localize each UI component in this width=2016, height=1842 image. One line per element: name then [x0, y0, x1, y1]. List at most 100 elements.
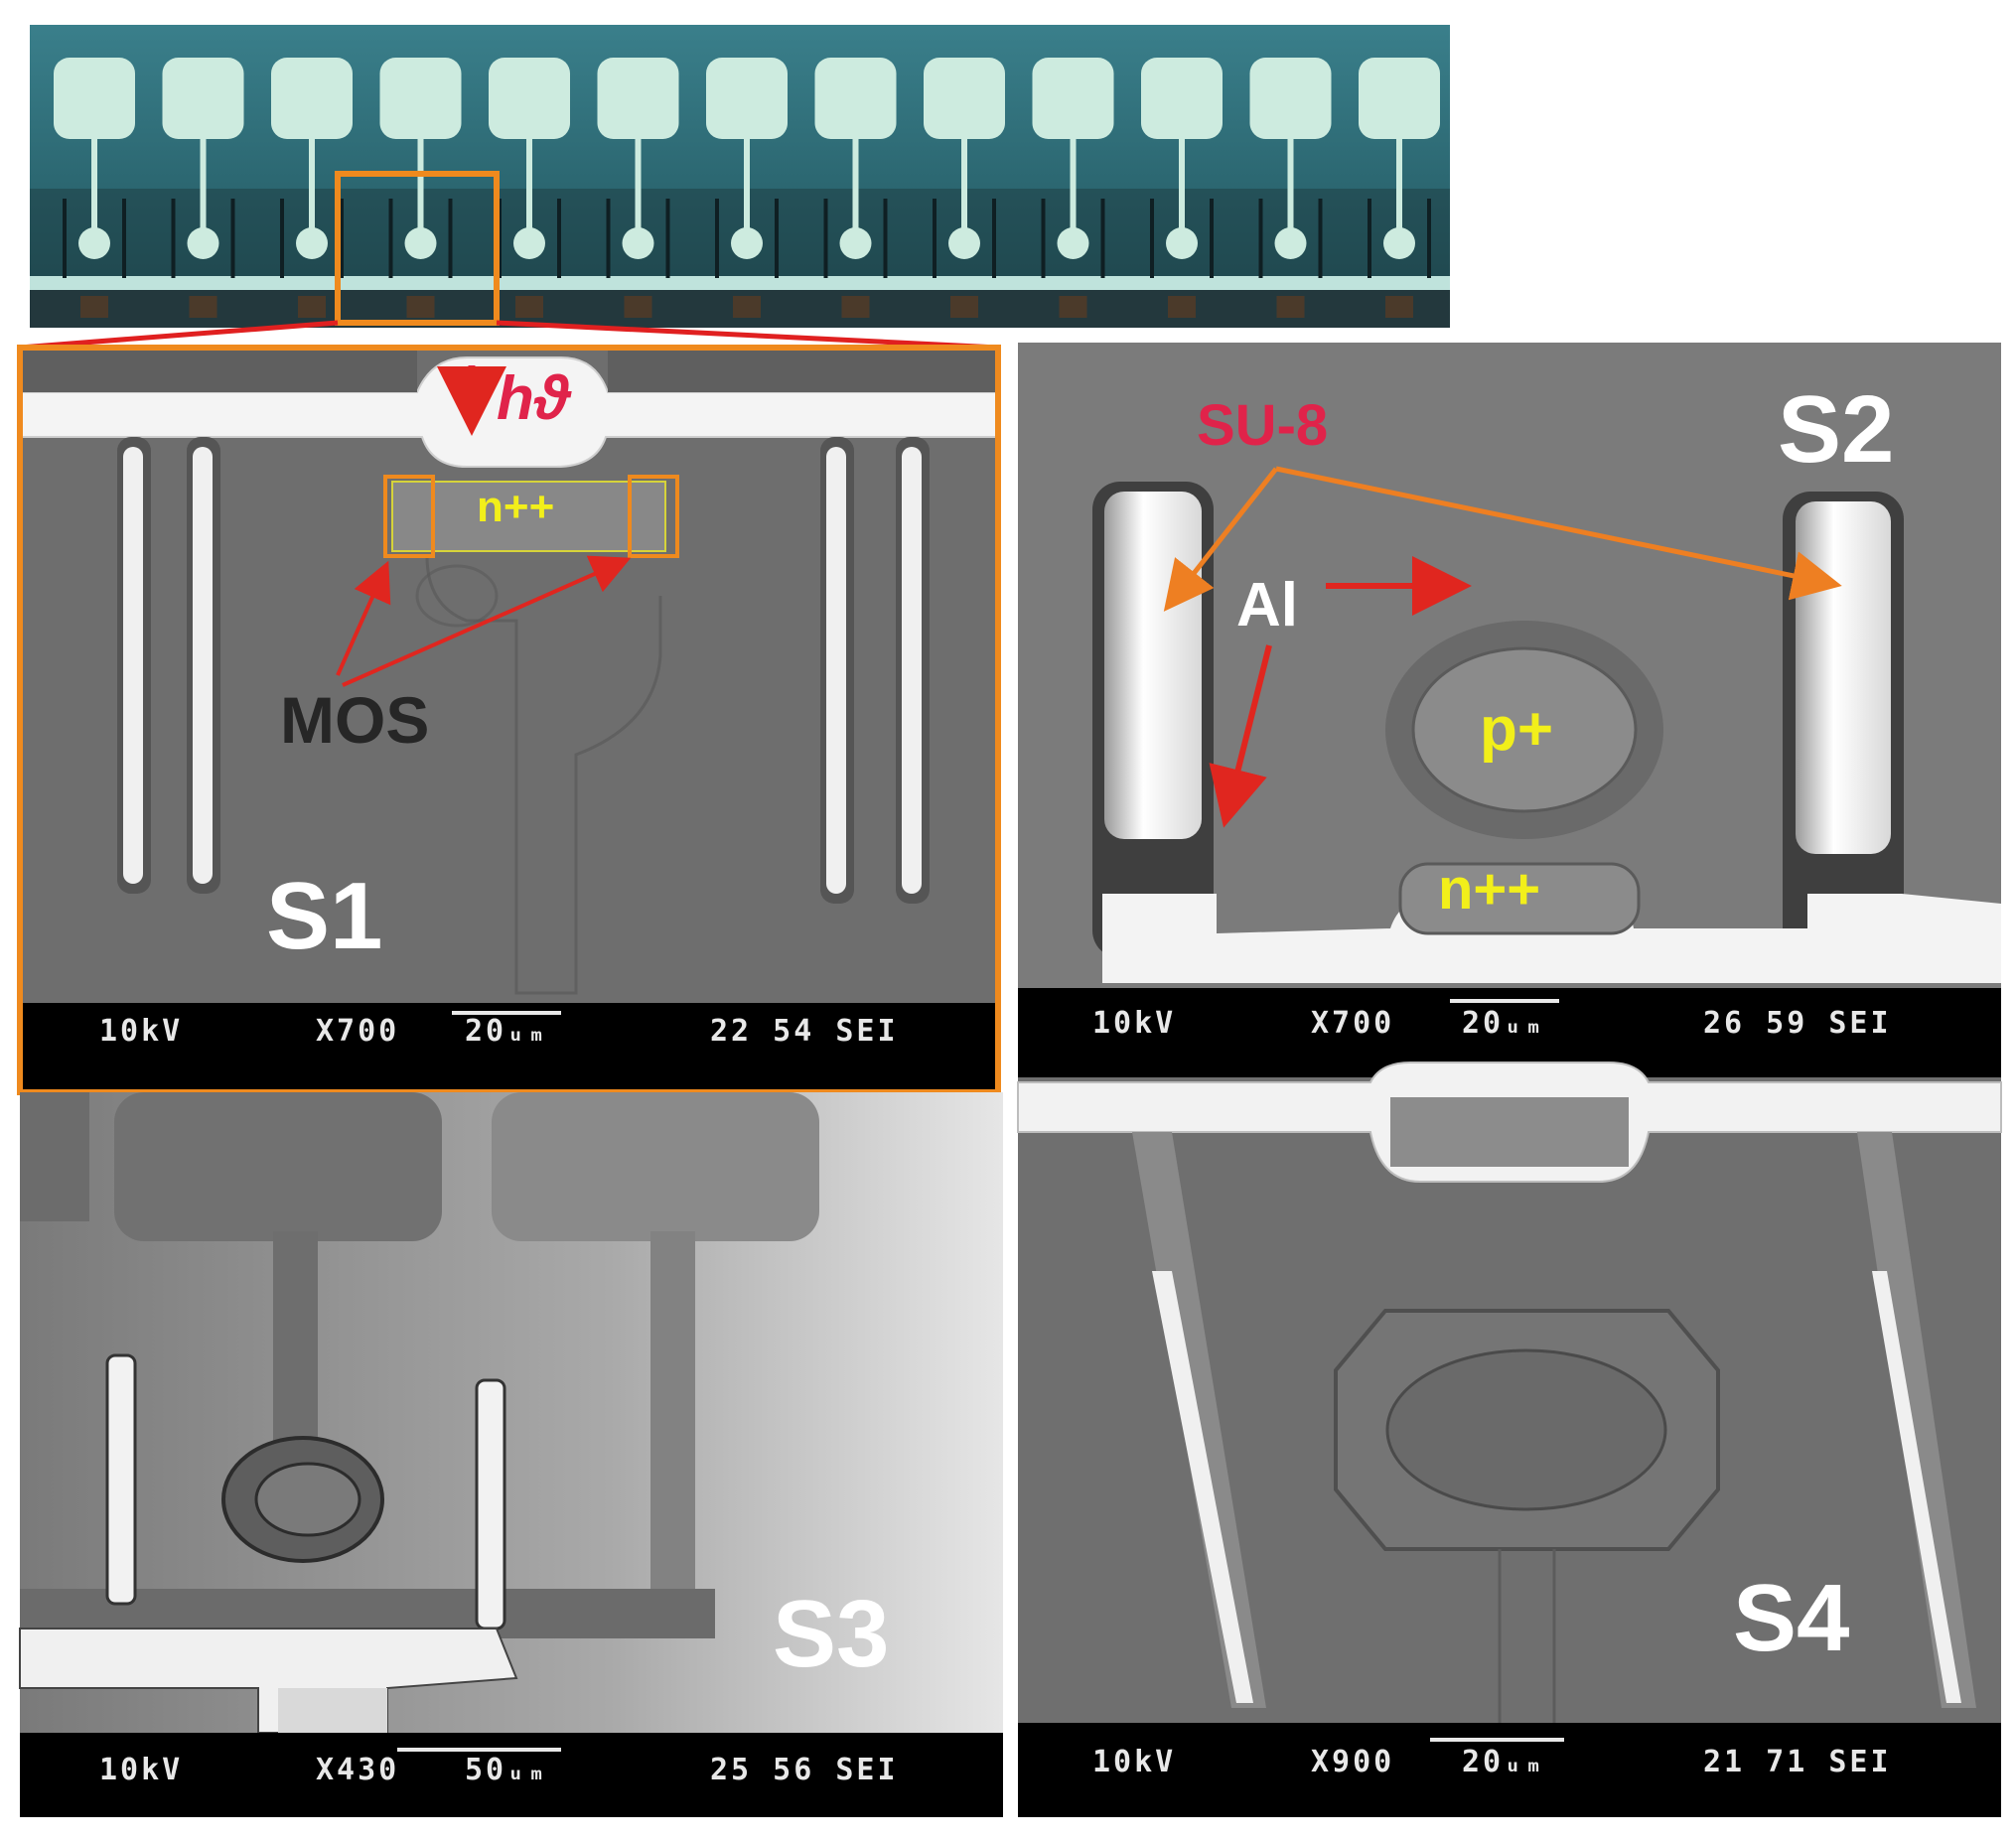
guard-line: [992, 199, 996, 278]
sem-voltage-s2: 10kV: [1092, 1006, 1176, 1041]
guard-line: [122, 199, 126, 278]
pixel-contact: [950, 296, 978, 318]
hv-label: hϑ: [497, 364, 572, 433]
sem-image-id-s2: 26 59 SEI: [1703, 1006, 1892, 1041]
sem-image-id-s3: 25 56 SEI: [710, 1753, 899, 1787]
sem-image-id-s1: 22 54 SEI: [710, 1014, 899, 1049]
panel-label-s4: S4: [1733, 1565, 1849, 1671]
guard-line: [606, 199, 611, 278]
sem-voltage-s4: 10kV: [1092, 1745, 1176, 1779]
pad-trace: [200, 139, 207, 233]
panel-s1: hϑ n++ MOS S1 10kV X700 20ᵤₘ 22 54 SEI: [17, 345, 1001, 1095]
sem-magnification-s4: X900: [1311, 1745, 1394, 1779]
sem-info-bar-s1: [20, 1003, 998, 1092]
pixel-contact: [1276, 296, 1305, 318]
guard-line: [171, 199, 176, 278]
mos-contact-right: [628, 475, 679, 558]
zoom-line-left: [19, 320, 339, 351]
pad-trace: [1287, 139, 1294, 233]
bond-pad: [1359, 58, 1440, 139]
su8-label: SU-8: [1197, 393, 1328, 458]
bond-pad-row: [54, 58, 1440, 318]
guard-line: [1210, 199, 1214, 278]
panel-s3: S3 10kV X430 50ᵤₘ 25 56 SEI: [19, 1092, 1003, 1817]
bond-pad: [489, 58, 570, 139]
bond-pad: [54, 58, 135, 139]
pixel-bump: [839, 227, 872, 259]
guard-line: [1318, 199, 1323, 278]
pad-trace: [1179, 139, 1185, 233]
pixel-bump: [731, 227, 763, 259]
pixel-bump: [78, 227, 110, 259]
pixel-contact: [80, 296, 108, 318]
guard-line: [1368, 199, 1371, 278]
guard-line: [63, 199, 67, 278]
guard-line: [1150, 199, 1154, 278]
sem-scale-s4: 20ᵤₘ: [1462, 1745, 1545, 1779]
pixel-contact: [515, 296, 543, 318]
pad-trace: [744, 139, 750, 233]
mos-label: MOS: [280, 683, 429, 757]
pixel-bump: [296, 227, 328, 259]
guard-line: [715, 199, 719, 278]
pixel-contact: [624, 296, 652, 318]
guard-line: [280, 199, 284, 278]
pixel-contact: [298, 296, 326, 318]
pad-trace: [852, 139, 859, 233]
pixel-bump: [622, 227, 654, 259]
sem-voltage-s3: 10kV: [99, 1753, 183, 1787]
bond-pad: [1032, 58, 1114, 139]
pixel-bump: [1274, 227, 1307, 259]
sem-info-bar-s3: [20, 1733, 1003, 1817]
bond-pad: [706, 58, 788, 139]
pixel-contact: [841, 296, 870, 318]
guard-line: [823, 199, 828, 278]
guard-line: [665, 199, 670, 278]
n-plus-plus-label-s2: n++: [1438, 857, 1540, 921]
pad-trace: [526, 139, 532, 233]
pad-trace: [417, 139, 424, 233]
detector-array-strip: [19, 25, 1450, 351]
bond-pad: [379, 58, 462, 139]
pad-trace: [1396, 139, 1402, 233]
sem-magnification-s1: X700: [316, 1014, 399, 1049]
pixel-contact: [1168, 296, 1196, 318]
pixel-bump: [1166, 227, 1198, 259]
sem-magnification-s2: X700: [1311, 1006, 1394, 1041]
mos-arrow-right: [342, 555, 632, 687]
pixel-contact: [1059, 296, 1087, 318]
su8-arrow-right: [1275, 466, 1842, 601]
sem-image-id-s4: 21 71 SEI: [1703, 1745, 1892, 1779]
al-label: Al: [1236, 571, 1298, 639]
guard-line: [340, 199, 344, 278]
pixel-contact: [733, 296, 761, 318]
guard-line: [1100, 199, 1105, 278]
sem-scale-s2: 20ᵤₘ: [1462, 1006, 1545, 1041]
mos-contact-left: [383, 475, 435, 558]
sem-voltage-s1: 10kV: [99, 1014, 183, 1049]
panel-s2: SU-8 Al p+ n++ S2 10kV X700 20ᵤₘ 26 59 S…: [1018, 343, 2001, 1077]
guard-line: [388, 199, 393, 278]
sem-scale-s1: 20ᵤₘ: [465, 1014, 548, 1049]
pixel-contact: [406, 296, 435, 318]
pixel-bump: [948, 227, 980, 259]
pad-trace: [635, 139, 642, 233]
guard-line: [448, 199, 453, 278]
pixel-bump: [187, 227, 219, 259]
bond-pad: [814, 58, 897, 139]
bond-pad: [1141, 58, 1223, 139]
panel-s4: S4 10kV X900 20ᵤₘ 21 71 SEI: [1017, 1062, 2002, 1817]
panel-label-s1: S1: [266, 863, 382, 969]
guard-line: [557, 199, 561, 278]
mos-arrow-left: [336, 560, 391, 676]
bond-pad: [924, 58, 1005, 139]
p-plus-label: p+: [1480, 695, 1553, 764]
pad-trace: [1070, 139, 1077, 233]
guard-line: [883, 199, 888, 278]
pixel-bump: [513, 227, 545, 259]
al-arrow-down: [1209, 644, 1272, 828]
panel-label-s2: S2: [1778, 376, 1894, 483]
guard-line: [933, 199, 936, 278]
sem-scale-s3: 50ᵤₘ: [465, 1753, 548, 1787]
